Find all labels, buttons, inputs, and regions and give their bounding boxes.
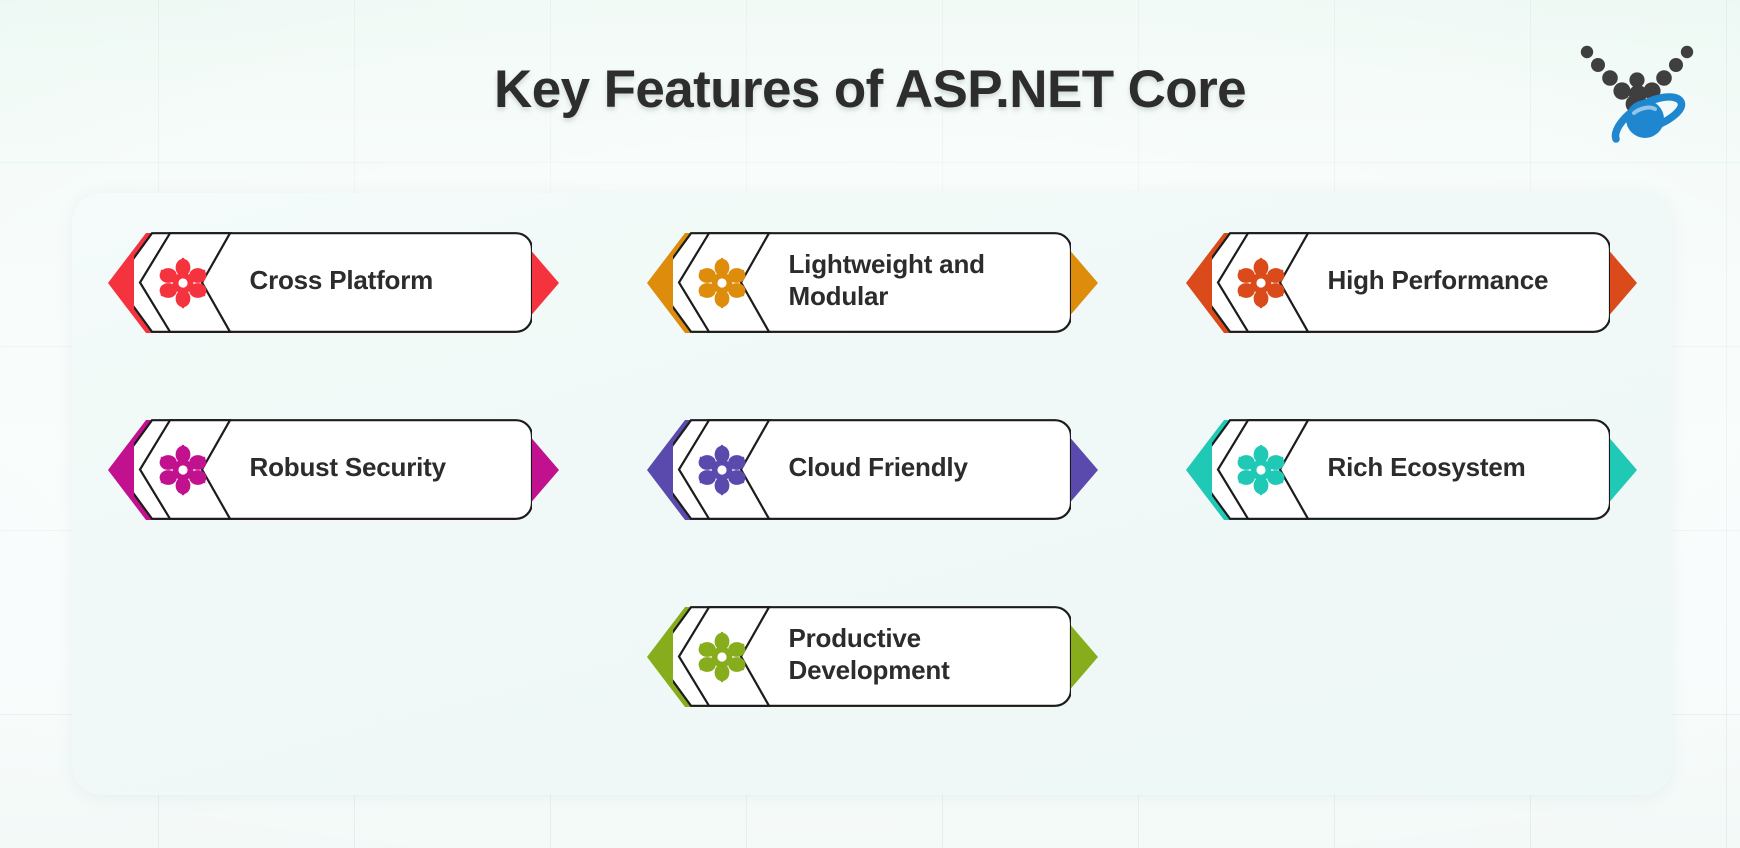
flower-icon xyxy=(1237,444,1284,496)
icon-petals xyxy=(698,445,745,495)
feature-badge-high-performance[interactable]: High Performance xyxy=(1184,228,1639,338)
feature-row-2: Robust Security xyxy=(72,415,1672,525)
badge-plate xyxy=(133,232,532,333)
feature-badge-lightweight-and-modular[interactable]: Lightweight and Modular xyxy=(645,228,1100,338)
badge-plate xyxy=(672,232,1071,333)
feature-label: Lightweight and Modular xyxy=(788,248,986,311)
dot-v-planet-logo xyxy=(1580,45,1694,143)
icon-center xyxy=(177,278,188,288)
icon-center xyxy=(1255,278,1266,288)
feature-badge-cross-platform[interactable]: Cross Platform xyxy=(106,228,561,338)
icon-center xyxy=(1255,465,1266,475)
flower-icon xyxy=(698,444,745,496)
badge-plate xyxy=(133,419,532,520)
feature-label: High Performance xyxy=(1327,264,1549,295)
feature-badge-cloud-friendly[interactable]: Cloud Friendly xyxy=(645,415,1100,525)
icon-petals xyxy=(159,445,206,495)
feature-badge-productive-development[interactable]: Productive Development xyxy=(645,602,1100,712)
badge-plate xyxy=(1211,419,1610,520)
icon-center xyxy=(716,652,727,662)
feature-label: Robust Security xyxy=(249,451,447,482)
page-title: Key Features of ASP.NET Core xyxy=(494,60,1247,119)
badge-plate xyxy=(1211,232,1610,333)
flower-icon xyxy=(698,631,745,683)
flower-icon xyxy=(159,444,206,496)
icon-center xyxy=(177,465,188,475)
feature-label: Rich Ecosystem xyxy=(1327,451,1526,482)
icon-center xyxy=(716,465,727,475)
icon-petals xyxy=(1237,258,1284,308)
icon-petals xyxy=(159,258,206,308)
feature-row-3: Productive Development xyxy=(72,602,1672,712)
planet-icon xyxy=(1611,93,1686,143)
feature-label: Cloud Friendly xyxy=(788,451,968,482)
flower-icon xyxy=(1237,257,1284,309)
feature-label: Productive Development xyxy=(788,622,950,685)
badge-plate xyxy=(672,419,1071,520)
badge-plate xyxy=(672,606,1071,707)
icon-petals xyxy=(698,632,745,682)
features-panel: Cross Platform xyxy=(72,193,1672,795)
flower-icon xyxy=(159,257,206,309)
feature-label: Cross Platform xyxy=(249,264,434,295)
icon-petals xyxy=(1237,445,1284,495)
feature-row-1: Cross Platform xyxy=(72,228,1672,338)
feature-badge-rich-ecosystem[interactable]: Rich Ecosystem xyxy=(1184,415,1639,525)
icon-center xyxy=(716,278,727,288)
flower-icon xyxy=(698,257,745,309)
feature-badge-robust-security[interactable]: Robust Security xyxy=(106,415,561,525)
